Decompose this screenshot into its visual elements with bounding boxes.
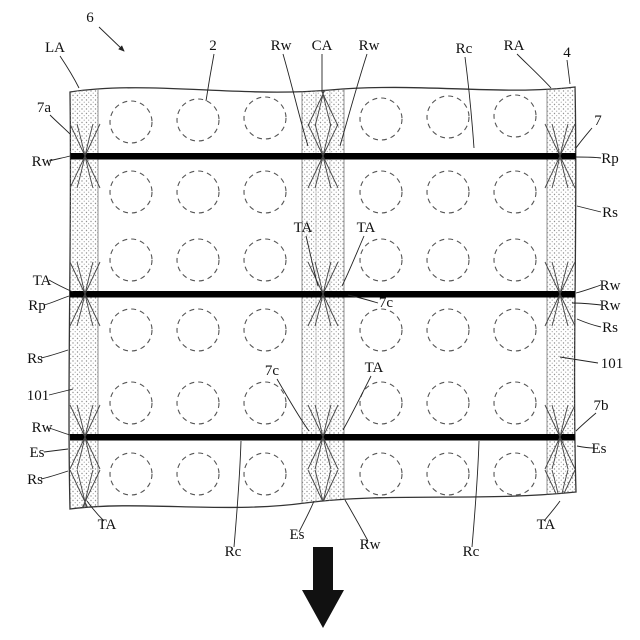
label-7b: 7b <box>594 398 609 414</box>
leader-rs-right1 <box>576 205 602 213</box>
leader-7a <box>49 114 71 135</box>
leader-es-left <box>43 448 69 453</box>
label-101-left: 101 <box>27 388 50 404</box>
leader-rp-left <box>43 295 70 306</box>
label-rw-left1: Rw <box>32 154 53 170</box>
label-rc-bottom-right: Rc <box>463 544 480 560</box>
label-rc-top: Rc <box>456 41 473 57</box>
leader-7 <box>575 127 593 149</box>
leader-ta-center3 <box>342 375 372 431</box>
label-rs-left1: Rs <box>27 351 43 367</box>
label-ra: RA <box>504 38 525 54</box>
label-rw-left2: Rw <box>32 420 53 436</box>
label-6: 6 <box>86 10 94 26</box>
label-7a: 7a <box>37 100 52 116</box>
label-ta-bottom-left: TA <box>98 517 117 533</box>
leader-rw-right2 <box>571 302 602 306</box>
label-ta-left: TA <box>33 273 52 289</box>
label-101-right: 101 <box>601 356 624 372</box>
leader-7b <box>575 412 597 432</box>
leader-7c-2 <box>276 378 310 432</box>
label-ca: CA <box>312 38 333 54</box>
label-rs-right2: Rs <box>602 320 618 336</box>
leader-101-right <box>559 356 599 364</box>
label-rw-right2: Rw <box>600 298 621 314</box>
leader-rc-bottom-right <box>471 440 480 548</box>
label-rp-left: Rp <box>28 298 46 314</box>
leader-rw-right1 <box>575 284 602 294</box>
label-rw-top-center: Rw <box>359 38 380 54</box>
leader-es-right <box>576 445 595 449</box>
leader-2 <box>205 53 215 102</box>
label-ta-bottom-right: TA <box>537 517 556 533</box>
label-rc-bottom-left: Rc <box>225 544 242 560</box>
label-rw-right1: Rw <box>600 278 621 294</box>
leader-rs-left2 <box>40 470 69 480</box>
label-es-right: Es <box>592 441 607 457</box>
leader-rs-left1 <box>40 349 69 359</box>
leader-rw-bottom <box>344 499 369 542</box>
leader-rw-top-center <box>339 53 368 147</box>
leader-ta-center1 <box>305 235 319 287</box>
leader-4 <box>566 59 571 85</box>
label-ta-center1: TA <box>294 220 313 236</box>
label-es-bottom: Es <box>290 527 305 543</box>
leader-rc-bottom-left <box>233 440 242 548</box>
reference-labels: 6 LA 2 Rw CA Rw Rc RA 4 7a 7 Rw Rp Rs TA… <box>27 10 624 560</box>
leader-rc-top <box>464 56 475 149</box>
label-rs-right1: Rs <box>602 205 618 221</box>
label-ta-center3: TA <box>365 360 384 376</box>
leader-ta-bottom-left <box>86 500 105 522</box>
label-rw-bottom: Rw <box>360 537 381 553</box>
label-4: 4 <box>563 45 571 61</box>
down-arrow-icon <box>302 547 344 628</box>
label-7: 7 <box>594 113 602 129</box>
leader-ta-bottom-right <box>543 500 561 522</box>
leader-ta-center2 <box>341 235 365 287</box>
label-7c-1: 7c <box>379 295 394 311</box>
leader-6 <box>98 26 125 52</box>
leader-ra <box>516 53 552 89</box>
label-2: 2 <box>209 38 217 54</box>
label-rs-left2: Rs <box>27 472 43 488</box>
leader-es-bottom <box>298 500 315 533</box>
label-ta-center2: TA <box>357 220 376 236</box>
leader-rs-right2 <box>576 318 602 328</box>
label-es-left: Es <box>30 445 45 461</box>
leader-la <box>59 55 80 89</box>
label-7c-2: 7c <box>265 363 280 379</box>
leader-rw-left1 <box>48 155 71 162</box>
label-rp-right: Rp <box>601 151 619 167</box>
dashed-circle-grid <box>109 94 537 496</box>
center-strip <box>301 87 345 509</box>
label-la: LA <box>45 40 65 56</box>
leader-rw-left2 <box>48 427 71 436</box>
leader-lines <box>40 26 602 548</box>
leader-rp-right <box>575 156 602 159</box>
leader-7c-1 <box>347 294 379 304</box>
leader-rw-top-left <box>282 53 309 147</box>
leader-101-left <box>48 388 74 396</box>
label-rw-top-left: Rw <box>271 38 292 54</box>
leader-ta-left <box>48 279 74 293</box>
